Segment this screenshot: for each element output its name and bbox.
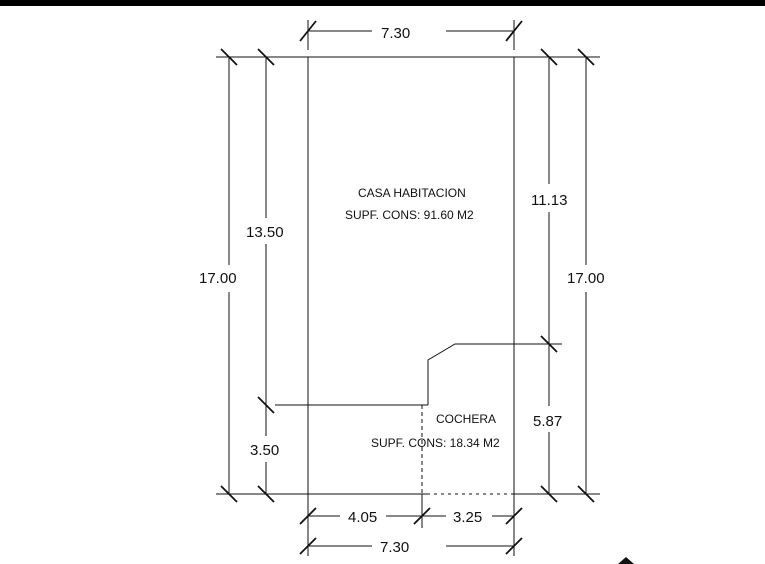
dim-tick bbox=[220, 485, 238, 503]
dim-tick bbox=[299, 537, 317, 555]
dim-tick bbox=[505, 507, 523, 525]
dim-tick bbox=[540, 485, 558, 503]
dim-tick bbox=[413, 507, 431, 525]
north-arrow-icon bbox=[618, 557, 634, 564]
dim-tick bbox=[577, 485, 595, 503]
dim-top-width: 7.30 bbox=[381, 25, 410, 42]
dim-tick bbox=[257, 48, 275, 66]
dim-tick bbox=[299, 507, 317, 525]
dim-tick bbox=[540, 48, 558, 66]
dim-tick bbox=[299, 20, 317, 42]
cochera-area: SUPF. CONS: 18.34 M2 bbox=[371, 436, 500, 450]
dim-bottom-right: 3.25 bbox=[453, 509, 482, 526]
dim-tick bbox=[505, 537, 523, 555]
casa-label: CASA HABITACION bbox=[358, 186, 466, 200]
lot-outline bbox=[307, 56, 515, 495]
dim-tick bbox=[505, 20, 523, 42]
dim-left-total: 17.00 bbox=[199, 270, 237, 287]
dim-right-upper: 11.13 bbox=[531, 192, 567, 209]
dim-right-lower: 5.87 bbox=[533, 413, 562, 430]
dim-left-lower: 3.50 bbox=[250, 442, 279, 459]
dim-left-upper: 13.50 bbox=[246, 224, 284, 241]
dim-right-total: 17.00 bbox=[567, 270, 605, 287]
top-border bbox=[0, 0, 765, 6]
casa-area: SUPF. CONS: 91.60 M2 bbox=[345, 208, 474, 222]
dim-tick bbox=[257, 485, 275, 503]
dim-tick bbox=[540, 335, 558, 353]
dim-tick bbox=[220, 48, 238, 66]
dim-bottom-left: 4.05 bbox=[348, 509, 377, 526]
house-step-line bbox=[427, 343, 562, 405]
cochera-label: COCHERA bbox=[436, 412, 496, 426]
dim-tick bbox=[257, 396, 275, 414]
dim-tick bbox=[577, 48, 595, 66]
dim-bottom-width: 7.30 bbox=[380, 539, 409, 556]
